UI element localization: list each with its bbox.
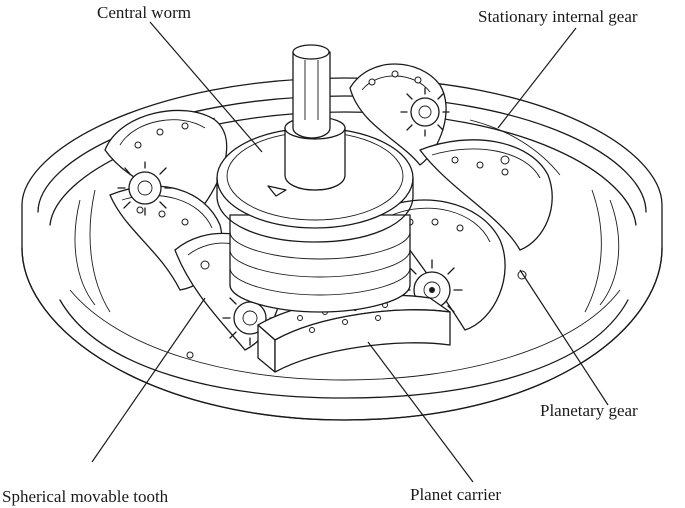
- carrier-hubs: [117, 87, 463, 346]
- label-central-worm: Central worm: [97, 3, 191, 22]
- leader-planetary-gear: [519, 269, 609, 406]
- planetary-gear-segments: [104, 63, 553, 351]
- leader-planet-carrier: [367, 341, 474, 483]
- label-spherical-movable-tooth: Spherical movable tooth: [2, 487, 169, 506]
- label-planetary-gear: Planetary gear: [540, 401, 638, 420]
- leader-stationary-gear: [497, 27, 577, 129]
- label-planet-carrier: Planet carrier: [410, 485, 502, 504]
- leader-spherical-tooth: [91, 297, 206, 463]
- leader-central-worm: [149, 21, 263, 153]
- input-shaft: [284, 44, 346, 191]
- label-stationary-internal-gear: Stationary internal gear: [478, 7, 638, 26]
- leader-lines: [91, 21, 609, 483]
